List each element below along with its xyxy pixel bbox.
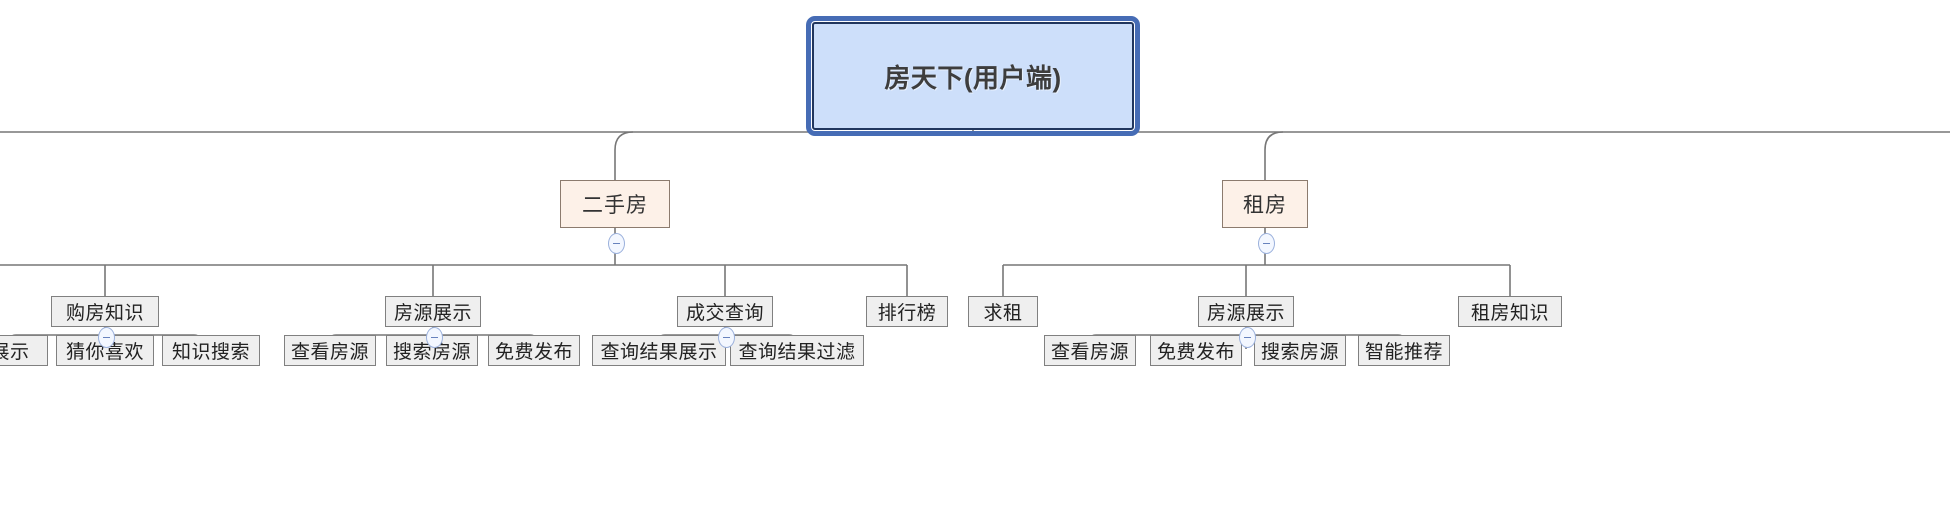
leaf-node-label: 搜索房源: [392, 342, 471, 363]
branch-node-fangyuanzhanshi-ershou[interactable]: 房源展示: [385, 296, 481, 327]
root-node-label: 房天下(用户端): [884, 62, 1062, 93]
leaf-node-label: 免费发布: [494, 342, 573, 363]
category-node-label: 二手房: [582, 194, 648, 217]
minus-icon: [103, 336, 110, 339]
leaf-node-label: 查看房源: [290, 342, 369, 363]
leaf-node-mianfeifabu-zufang[interactable]: 免费发布: [1150, 335, 1242, 366]
branch-node-label: 排行榜: [877, 303, 937, 324]
collapse-toggle-fangyuanzhanshi-zufang[interactable]: [1239, 327, 1256, 348]
leaf-node-chaxunjieguozhanshi[interactable]: 查询结果展示: [592, 335, 726, 366]
leaf-node-chakanfangyuan-zufang[interactable]: 查看房源: [1044, 335, 1136, 366]
branch-node-label: 房源展示: [1206, 303, 1285, 324]
branch-node-chengjiaochaxun[interactable]: 成交查询: [677, 296, 773, 327]
branch-node-qiuzu[interactable]: 求租: [968, 296, 1038, 327]
category-node-label: 租房: [1243, 194, 1287, 217]
branch-node-label: 房源展示: [393, 303, 472, 324]
leaf-node-label: 免费发布: [1156, 342, 1235, 363]
branch-node-label: 购房知识: [65, 303, 144, 324]
leaf-node-zhinengtuijian[interactable]: 智能推荐: [1358, 335, 1450, 366]
branch-node-label: 成交查询: [685, 303, 764, 324]
minus-icon: [1244, 336, 1251, 339]
collapse-toggle-ershoufang[interactable]: [608, 233, 625, 254]
leaf-node-chaxunjieguoguolv[interactable]: 查询结果过滤: [730, 335, 864, 366]
leaf-node-chakanfangyuan-ershou[interactable]: 查看房源: [284, 335, 376, 366]
collapse-toggle-chengjiaochaxun[interactable]: [718, 327, 735, 348]
leaf-node-label: 知识搜索: [171, 342, 250, 363]
leaf-node-zhanshi[interactable]: 展示: [0, 335, 48, 366]
branch-node-fangyuanzhanshi-zufang[interactable]: 房源展示: [1198, 296, 1294, 327]
leaf-node-label: 查看房源: [1050, 342, 1129, 363]
branch-node-label: 租房知识: [1470, 303, 1549, 324]
branch-node-zufangzhishi[interactable]: 租房知识: [1458, 296, 1562, 327]
collapse-toggle-fangyuanzhanshi-ershou[interactable]: [426, 327, 443, 348]
category-node-zufang[interactable]: 租房: [1222, 180, 1308, 228]
leaf-node-mianfeifabu-ershou[interactable]: 免费发布: [488, 335, 580, 366]
branch-node-paihangbang[interactable]: 排行榜: [866, 296, 948, 327]
collapse-toggle-goufangzhishi[interactable]: [98, 327, 115, 348]
leaf-node-label: 智能推荐: [1364, 342, 1443, 363]
leaf-node-sousuofangyuan-ershou[interactable]: 搜索房源: [386, 335, 478, 366]
leaf-node-zhishisousuo[interactable]: 知识搜索: [162, 335, 260, 366]
leaf-node-label: 查询结果过滤: [738, 342, 856, 363]
root-node[interactable]: 房天下(用户端): [806, 16, 1140, 136]
minus-icon: [613, 242, 620, 245]
branch-node-label: 求租: [983, 303, 1023, 324]
leaf-node-label: 猜你喜欢: [65, 342, 144, 363]
collapse-toggle-zufang[interactable]: [1258, 233, 1275, 254]
minus-icon: [1263, 242, 1270, 245]
leaf-node-label: 搜索房源: [1260, 342, 1339, 363]
category-node-ershoufang[interactable]: 二手房: [560, 180, 670, 228]
leaf-node-label: 展示: [0, 342, 30, 363]
branch-node-goufangzhishi[interactable]: 购房知识: [51, 296, 159, 327]
leaf-node-label: 查询结果展示: [600, 342, 718, 363]
minus-icon: [431, 336, 438, 339]
leaf-node-sousuofangyuan-zufang[interactable]: 搜索房源: [1254, 335, 1346, 366]
minus-icon: [723, 336, 730, 339]
